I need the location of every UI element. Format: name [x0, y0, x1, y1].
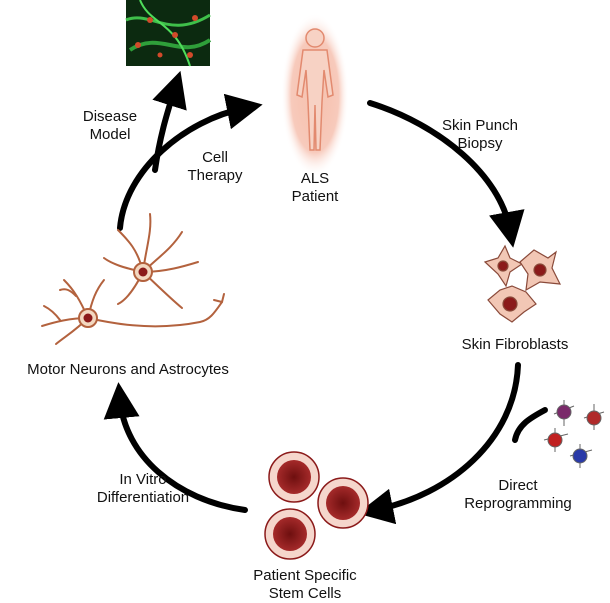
fluorescent-micrograph-image	[125, 0, 212, 67]
arrow-stem-cells-to-neurons	[103, 382, 248, 513]
neuron-icon	[41, 279, 225, 345]
astrocyte-icon	[103, 213, 199, 309]
arrow-patient-to-fibroblasts	[367, 100, 525, 248]
label-als-patient-line2: Patient	[291, 188, 339, 205]
label-skin-punch-biopsy: Skin Punch Biopsy	[430, 117, 530, 153]
label-stem-cells-line2: Stem Cells	[268, 585, 342, 602]
label-motor-neurons-text: Motor Neurons and Astrocytes	[27, 361, 229, 378]
label-biopsy-line1: Skin Punch	[442, 117, 518, 134]
human-figure-icon	[281, 13, 349, 177]
label-stem-cells-line1: Patient Specific	[253, 567, 357, 584]
label-direct-reprogramming: Direct Reprogramming	[453, 477, 583, 513]
label-skin-fibroblasts: Skin Fibroblasts	[440, 336, 590, 354]
label-cell-therapy-line1: Cell	[202, 149, 228, 166]
fibroblast-cells-icon	[483, 244, 562, 323]
label-disease-model-line1: Disease	[82, 108, 138, 125]
arrow-molecules-join	[512, 407, 548, 443]
transcription-factor-molecules-icon	[543, 400, 605, 468]
label-motor-neurons-astrocytes: Motor Neurons and Astrocytes	[0, 361, 256, 379]
label-in-vitro-differentiation: In Vitro Differentiation	[88, 471, 198, 507]
arrows	[103, 70, 548, 525]
label-cell-therapy-line2: Therapy	[187, 167, 243, 184]
label-biopsy-line2: Biopsy	[457, 135, 503, 152]
label-differentiation-line2: Differentiation	[96, 489, 190, 506]
label-cell-therapy: Cell Therapy	[180, 149, 250, 185]
label-disease-model: Disease Model	[80, 108, 140, 144]
label-disease-model-line2: Model	[89, 126, 131, 143]
label-patient-specific-stem-cells: Patient Specific Stem Cells	[235, 567, 375, 603]
arrow-neurons-to-patient	[117, 93, 263, 231]
label-differentiation-line1: In Vitro	[119, 471, 167, 488]
arrow-fibroblasts-to-stem-cells	[357, 362, 521, 525]
label-skin-fibroblasts-text: Skin Fibroblasts	[461, 336, 569, 353]
stem-cells-icon	[264, 451, 369, 560]
label-als-patient: ALS Patient	[282, 170, 348, 206]
label-reprogramming-line2: Reprogramming	[464, 495, 572, 512]
label-als-patient-line1: ALS	[300, 170, 330, 187]
arrow-to-disease-model	[152, 70, 187, 173]
label-reprogramming-line1: Direct	[498, 477, 538, 494]
